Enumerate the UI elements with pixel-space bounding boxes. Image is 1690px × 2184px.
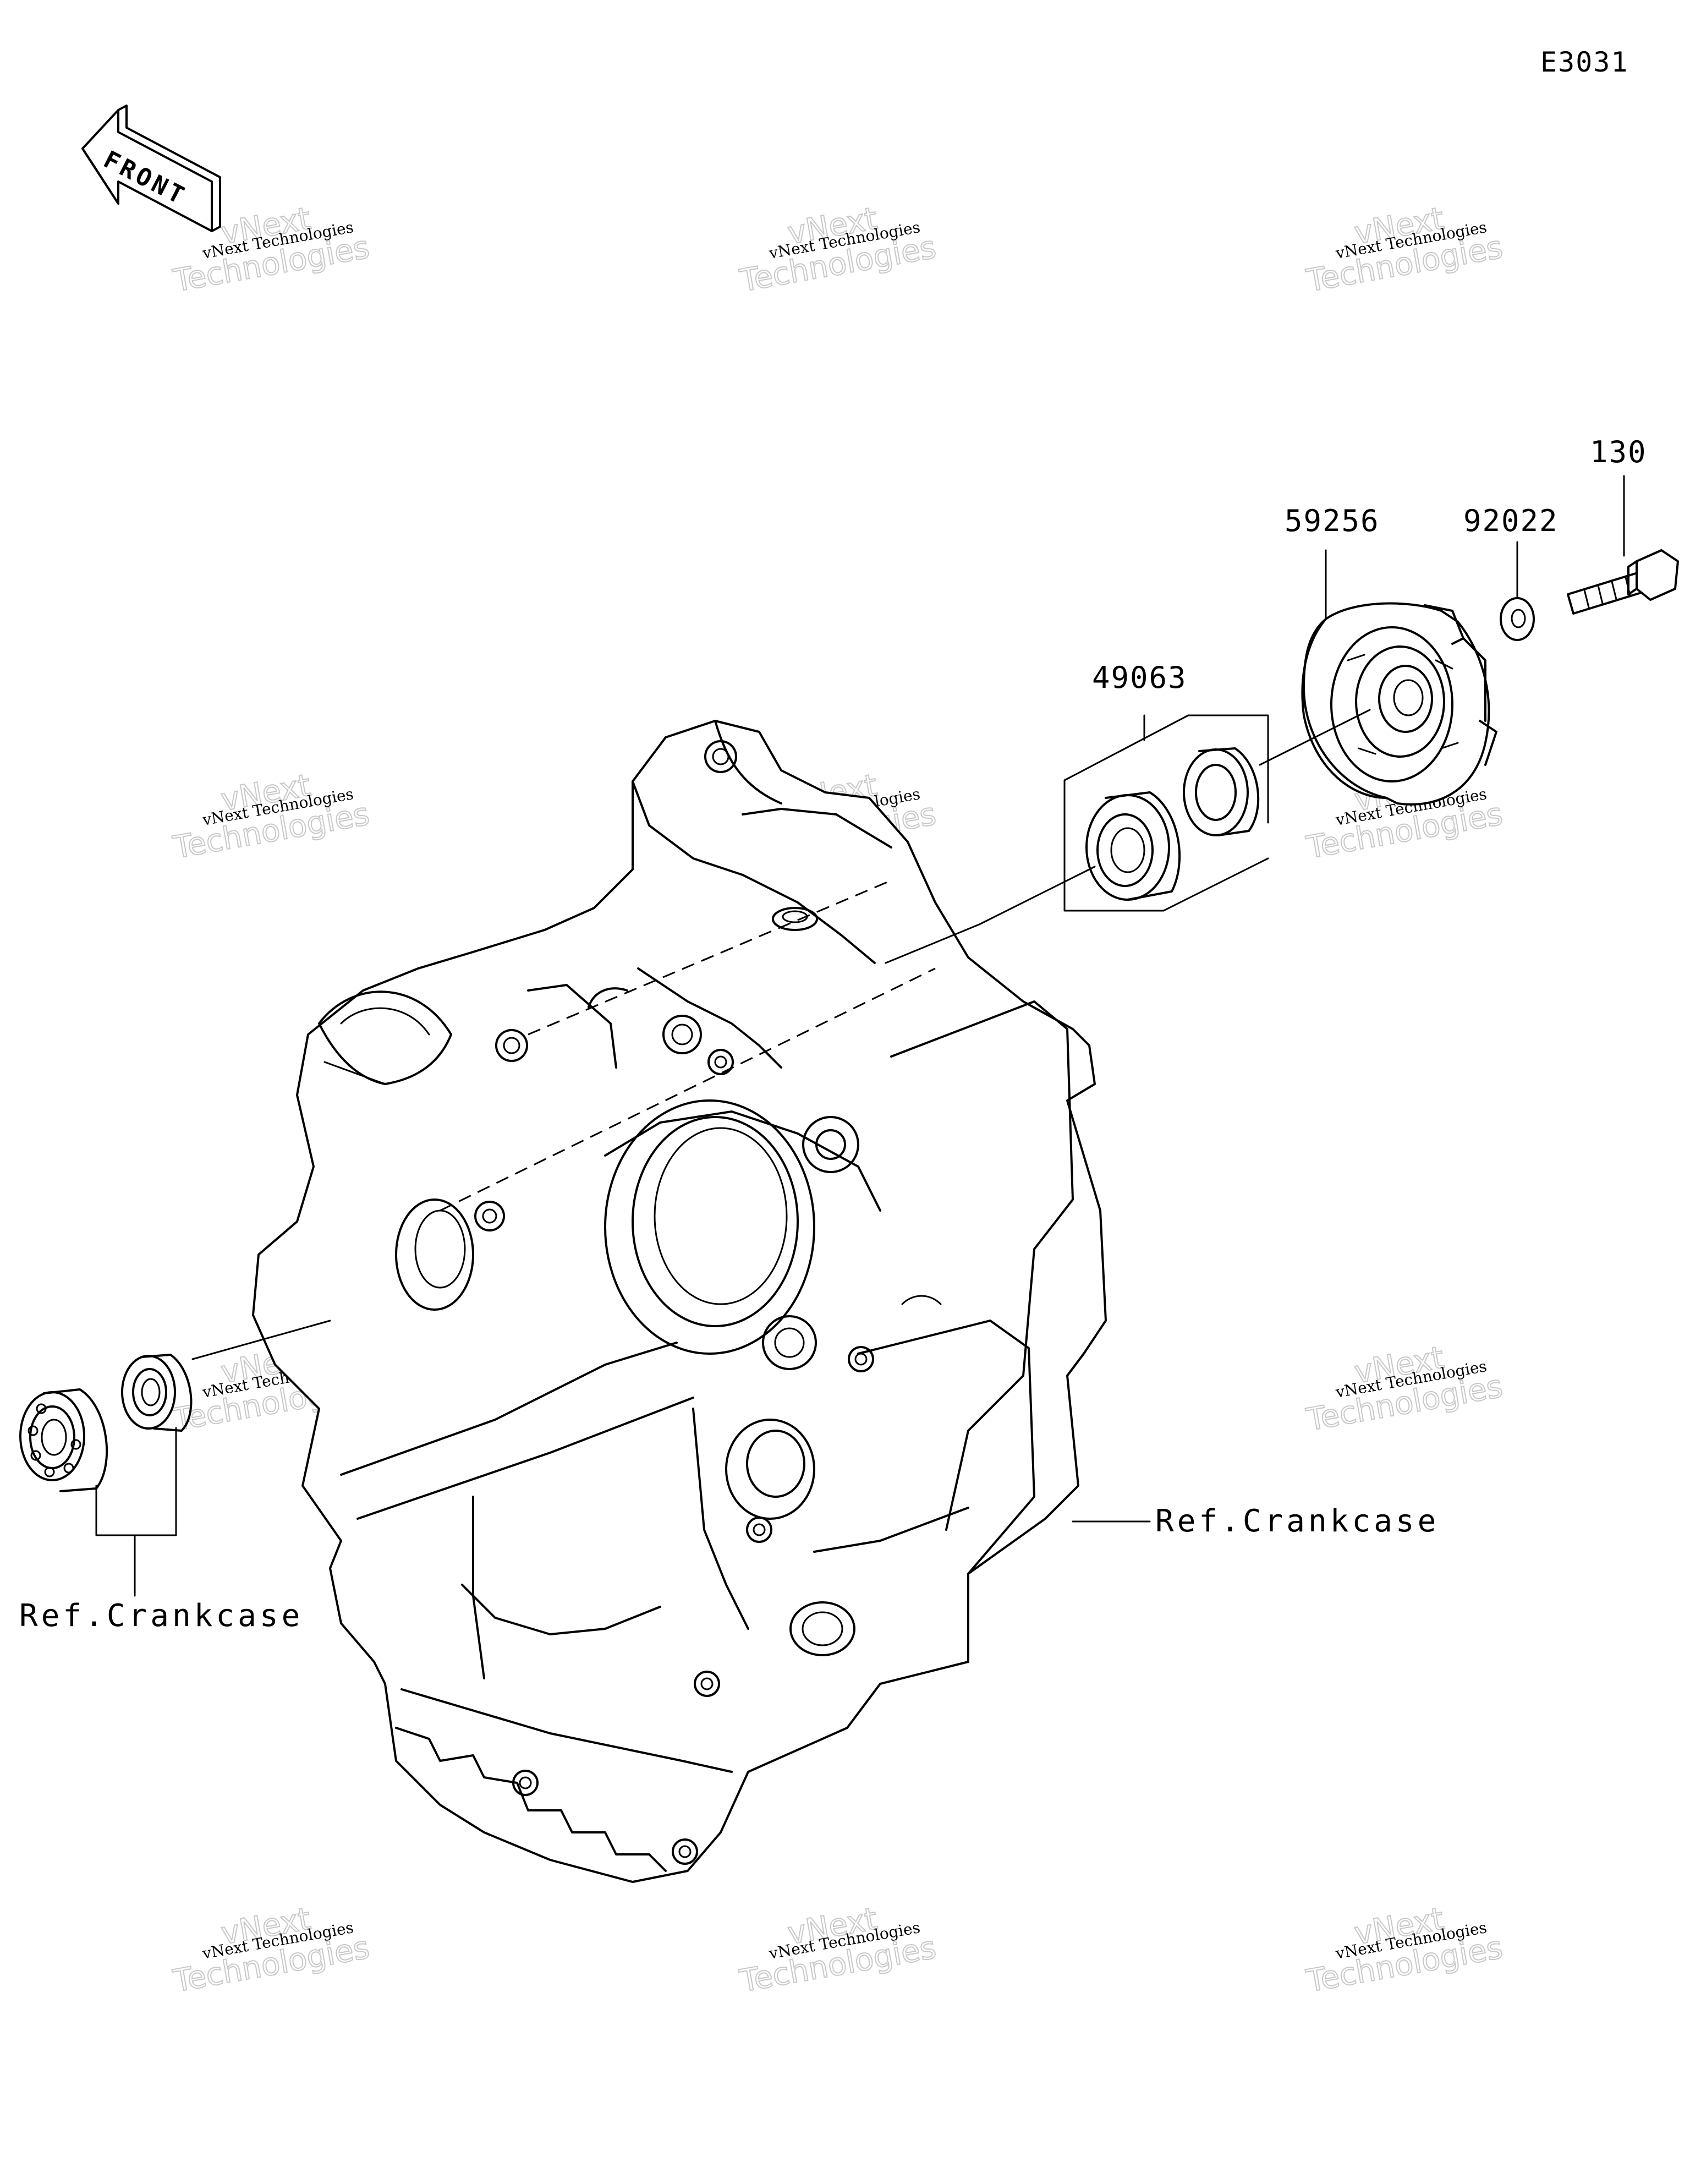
part-number-59256: 59256 — [1285, 503, 1380, 538]
mechanical-seal-49063 — [1063, 714, 1269, 912]
watermark: vNext vNext Technologies Technologies — [170, 1901, 373, 2000]
assembly-lines — [885, 709, 1371, 964]
watermark: vNext vNext Technologies Technologies — [1303, 200, 1506, 300]
washer-92022 — [1500, 541, 1535, 641]
part-number-92022: 92022 — [1463, 503, 1559, 538]
diagram-code: E3031 — [1540, 46, 1629, 78]
part-number-130: 130 — [1590, 435, 1647, 469]
bolt-130 — [1567, 475, 1679, 615]
part-number-49063: 49063 — [1092, 660, 1187, 695]
watermark: vNext vNext Technologies Technologies — [1303, 1339, 1506, 1439]
watermark: vNext vNext Technologies Technologies — [170, 200, 373, 300]
watermark: vNext vNext Technologies Technologies — [1303, 1901, 1506, 2000]
watermark: vNext vNext Technologies Technologies — [737, 1901, 940, 2000]
watermark: vNext vNext Technologies Technologies — [737, 200, 940, 300]
ref-crankcase-right: Ref.Crankcase — [1155, 1503, 1439, 1539]
impeller-59256 — [1301, 549, 1497, 806]
front-arrow-icon: FRONT — [81, 105, 221, 232]
watermark: vNext vNext Technologies Technologies — [170, 767, 373, 867]
left-bearing-set — [19, 1320, 331, 1597]
ref-crankcase-left: Ref.Crankcase — [19, 1598, 303, 1634]
crankcase-drawing — [252, 720, 1107, 1883]
